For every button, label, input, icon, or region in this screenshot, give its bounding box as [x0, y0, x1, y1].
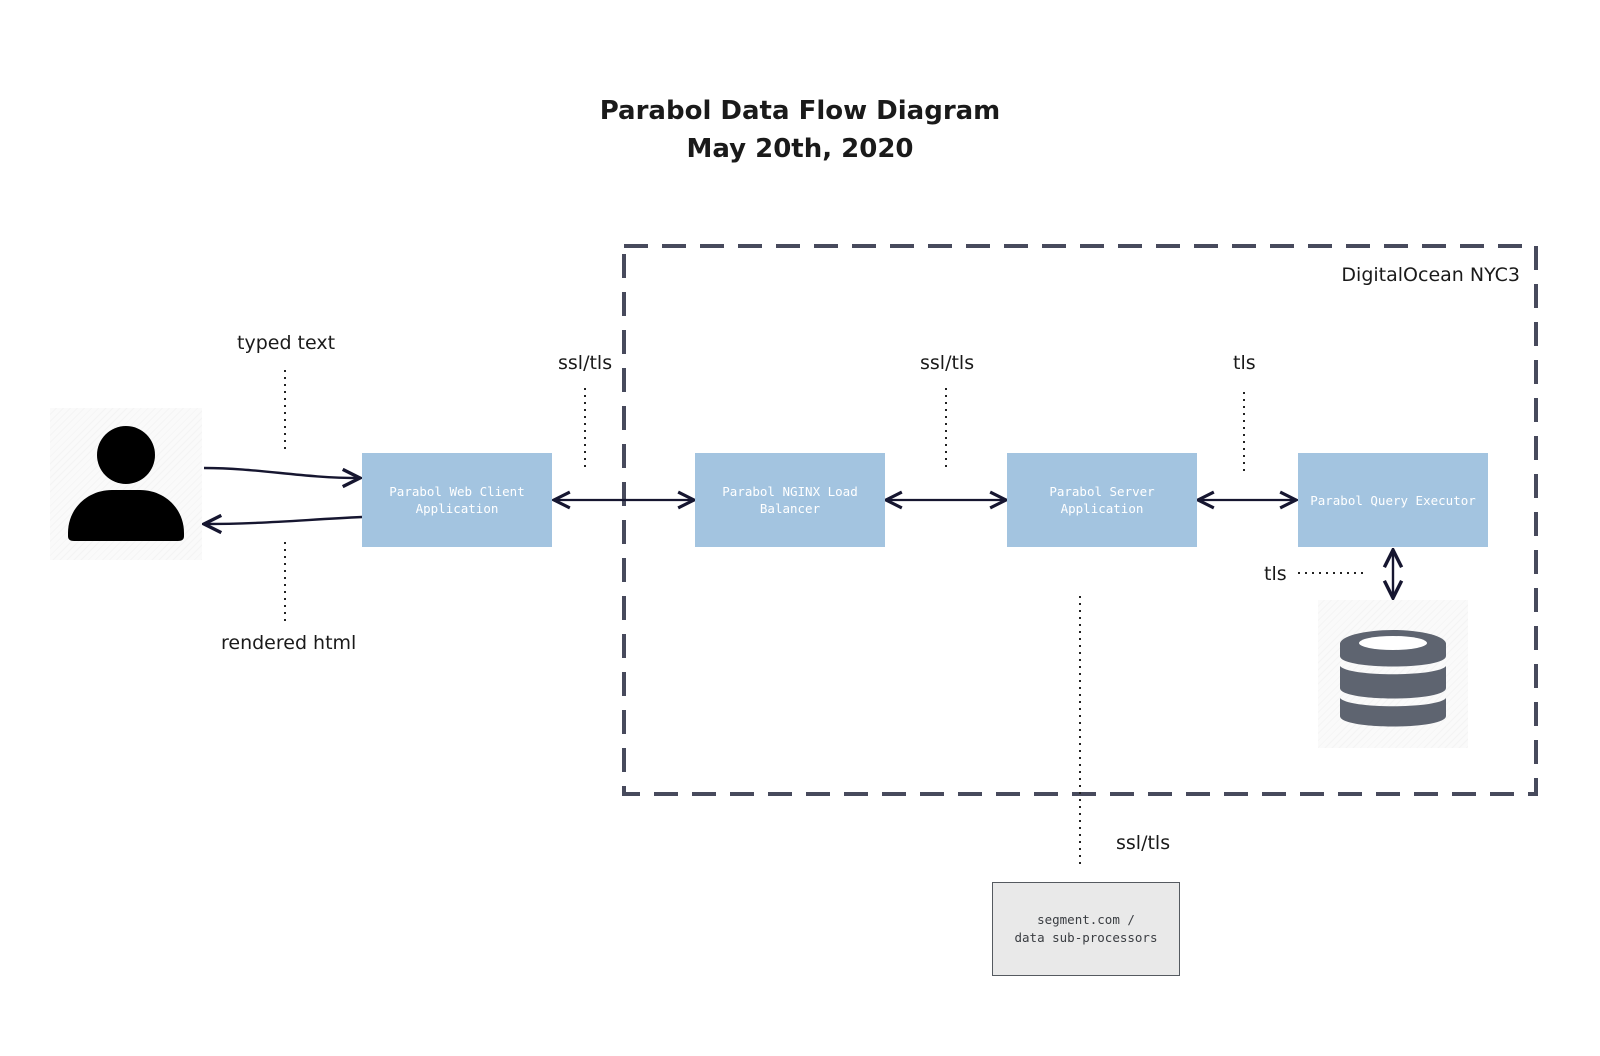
- user-icon-glyph: [68, 426, 184, 541]
- node-segment-subprocessors: segment.com / data sub-processors: [992, 882, 1180, 976]
- node-query-executor: Parabol Query Executor: [1298, 453, 1488, 547]
- label-server-executor-protocol: tls: [1233, 352, 1256, 374]
- label-server-segment-protocol: ssl/tls: [1116, 832, 1171, 854]
- region-label: DigitalOcean NYC3: [1341, 264, 1520, 286]
- label-lb-server-protocol: ssl/tls: [920, 352, 975, 374]
- node-nginx-load-balancer: Parabol NGINX Load Balancer: [695, 453, 885, 547]
- database-icon: [1318, 600, 1468, 748]
- diagram-title: Parabol Data Flow Diagram May 20th, 2020: [560, 92, 1040, 168]
- label-rendered-html: rendered html: [221, 632, 357, 654]
- label-executor-database-protocol: tls: [1264, 563, 1287, 585]
- node-server-application: Parabol Server Application: [1007, 453, 1197, 547]
- label-typed-text: typed text: [237, 332, 336, 354]
- database-icon-glyph: [1340, 630, 1446, 727]
- diagram-title-date: May 20th, 2020: [686, 134, 914, 164]
- arrow-user-to-client: [203, 466, 360, 478]
- arrow-client-to-user: [204, 517, 363, 524]
- label-client-lb-protocol: ssl/tls: [558, 352, 613, 374]
- diagram-title-line1: Parabol Data Flow Diagram: [599, 96, 1001, 126]
- user-icon: [50, 408, 202, 560]
- node-web-client: Parabol Web Client Application: [362, 453, 552, 547]
